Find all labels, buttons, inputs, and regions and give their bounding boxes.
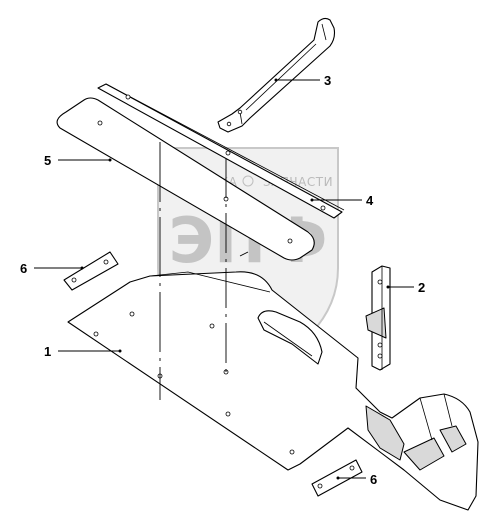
- part-2-bracket: [365, 265, 391, 371]
- plate-hole: [103, 259, 109, 265]
- bracket-hole: [377, 353, 383, 359]
- callout-label-3: 3: [324, 73, 331, 88]
- callout-2: 2: [386, 280, 425, 295]
- part-4-strip: [97, 83, 345, 219]
- panel-hole: [289, 449, 295, 455]
- bracket-hole: [237, 109, 243, 115]
- callout-label-2: 2: [418, 280, 425, 295]
- part-3-bracket: [217, 17, 336, 133]
- strip-hole: [125, 94, 131, 100]
- plate-hole: [71, 277, 77, 283]
- callout-label-6-upper: 6: [20, 261, 27, 276]
- strip-hole: [320, 205, 326, 211]
- panel-hole: [93, 331, 99, 337]
- plate-hole: [287, 238, 293, 244]
- callout-label-5: 5: [44, 153, 51, 168]
- panel-hole: [209, 323, 215, 329]
- callout-label-6-lower: 6: [370, 472, 377, 487]
- callout-label-1: 1: [44, 344, 51, 359]
- assembly-lines: [159, 142, 249, 400]
- bracket-hole: [377, 279, 383, 285]
- callout-3: 3: [274, 73, 331, 88]
- strip-hole: [225, 150, 231, 156]
- callout-1: 1: [44, 344, 122, 359]
- part-6-plate-upper: [63, 251, 119, 291]
- callout-5: 5: [44, 153, 112, 168]
- callout-6-upper: 6: [20, 261, 84, 276]
- part-1-panel: [67, 271, 479, 511]
- panel-hole: [225, 411, 231, 417]
- bracket-hole: [226, 121, 232, 127]
- callout-label-4: 4: [366, 193, 374, 208]
- callout-4: 4: [310, 193, 374, 208]
- plate-hole: [97, 120, 103, 126]
- watermark-gear-icon: [242, 175, 254, 187]
- plate-hole: [349, 465, 355, 471]
- callout-6-lower: 6: [336, 472, 377, 487]
- panel-hole: [129, 311, 135, 317]
- plate-hole: [317, 483, 323, 489]
- bracket-hole: [377, 342, 383, 348]
